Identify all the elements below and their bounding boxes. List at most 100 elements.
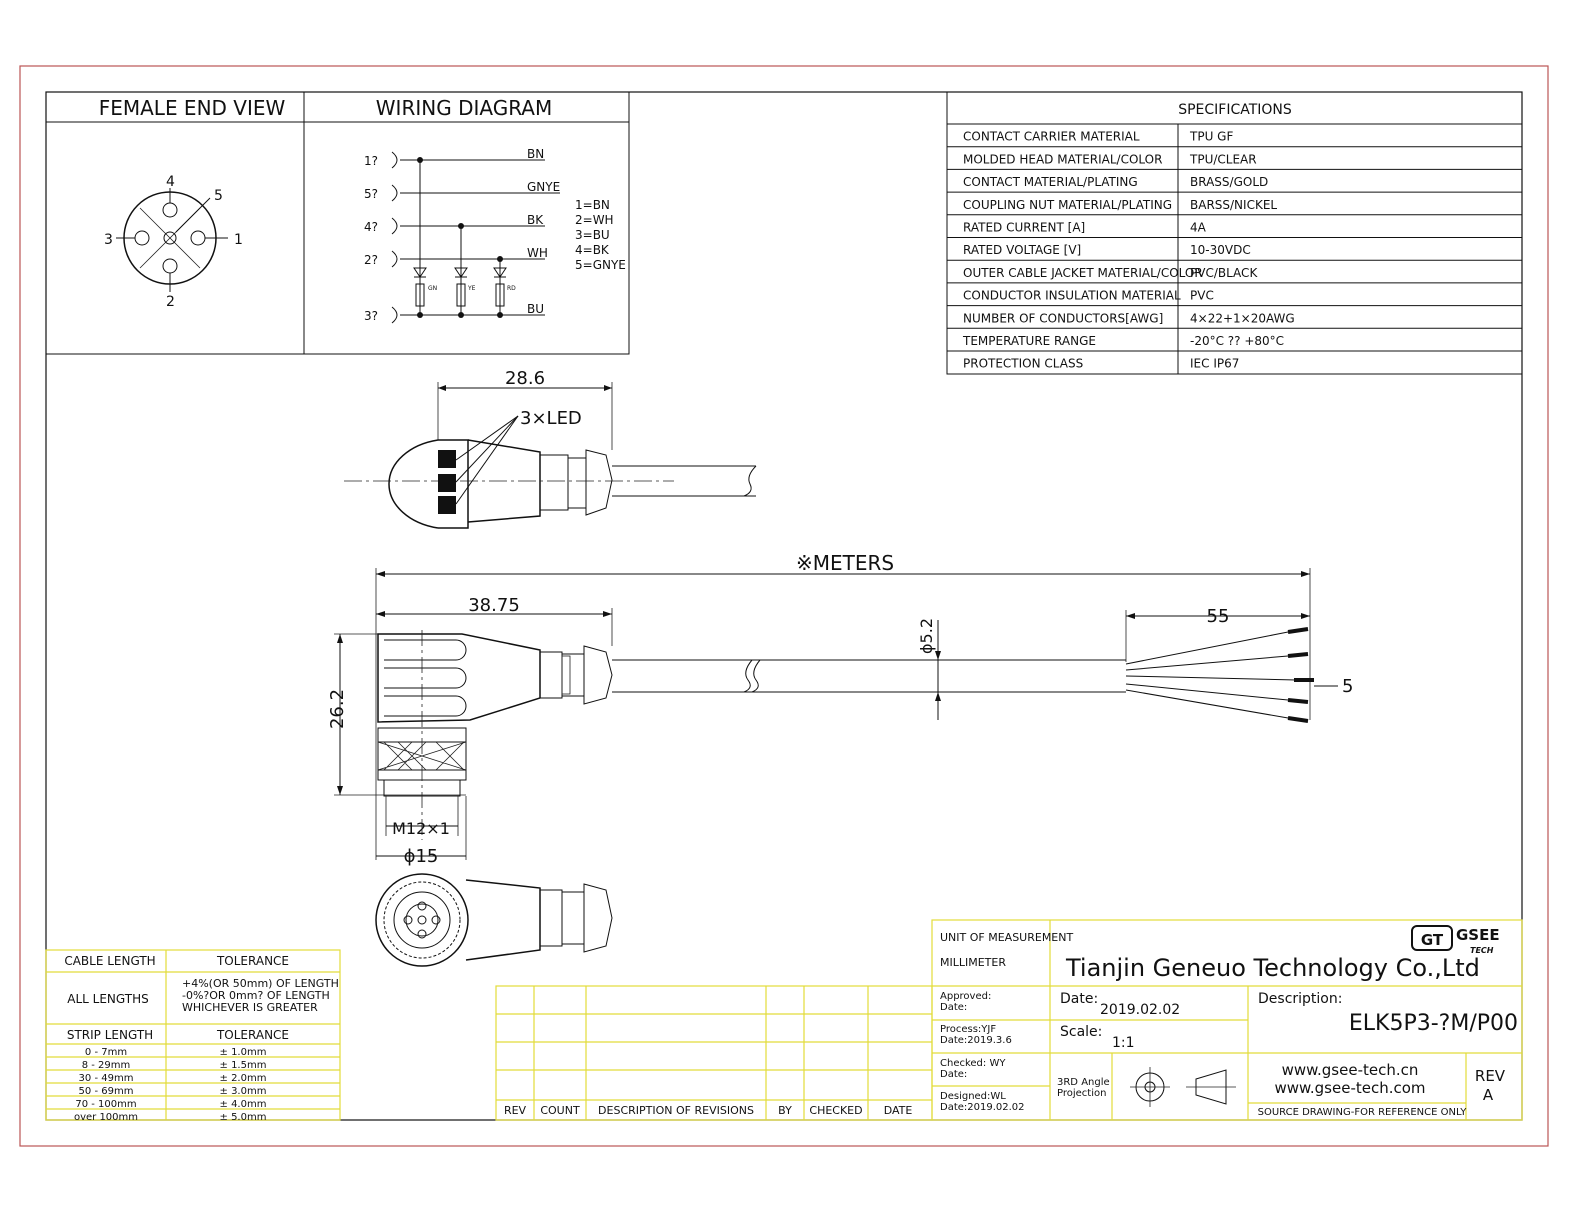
- tol-all-line-3: WHICHEVER IS GREATER: [182, 1001, 318, 1014]
- tol-row-tolerance: ± 1.0mm: [220, 1047, 267, 1058]
- date-value: 2019.02.02: [1100, 1002, 1180, 1018]
- wire-label-bn: BN: [527, 147, 544, 161]
- side-view-drawing: ※METERS 38.75 55 26.2 ϕ5.2 5: [327, 551, 1353, 867]
- tol-row-length: 50 - 69mm: [79, 1086, 134, 1097]
- designed-date: Date:2019.02.02: [940, 1102, 1025, 1113]
- company-logo: GT GSEE TECH: [1411, 925, 1500, 955]
- svg-text:GT: GT: [1421, 931, 1444, 949]
- legend-3: 3=BU: [575, 228, 610, 242]
- title-block: UNIT OF MEASUREMENT MILLIMETER Tianjin G…: [931, 919, 1523, 1121]
- rev-col-by: BY: [778, 1104, 792, 1117]
- pin-5-hole: [163, 231, 177, 245]
- tol-row-tolerance: ± 1.5mm: [220, 1060, 267, 1071]
- outer-border: [19, 65, 1549, 1147]
- dim-led-label: 3×LED: [520, 408, 582, 429]
- pin-label-3: 3: [104, 232, 113, 248]
- spec-label: CONTACT CARRIER MATERIAL: [963, 130, 1140, 144]
- rev-col-checked: CHECKED: [809, 1104, 862, 1117]
- dim-body-length: 38.75: [468, 595, 520, 616]
- wire-label-gnye: GNYE: [527, 180, 560, 194]
- checked-date: Date:: [940, 1069, 967, 1080]
- dim-nut-dia: ϕ15: [404, 846, 439, 867]
- wire-label-bk: BK: [527, 213, 544, 227]
- wiring-pin-1: 1?: [364, 154, 378, 168]
- legend-5: 5=GNYE: [575, 258, 626, 272]
- spec-label: NUMBER OF CONDUCTORS[AWG]: [963, 311, 1163, 325]
- approved-label: Approved:: [940, 991, 991, 1002]
- led-label-gn: GN: [428, 285, 437, 292]
- pin-label-2: 2: [166, 294, 175, 310]
- tol-all-line-1: +4%(OR 50mm) OF LENGTH: [182, 977, 339, 990]
- tol-header-strip: STRIP LENGTH: [67, 1028, 153, 1042]
- wiring-pin-3: 3?: [364, 309, 378, 323]
- tol-row-length: over 100mm: [74, 1112, 138, 1123]
- wiring-pin-2: 2?: [364, 253, 378, 267]
- spec-label: RATED CURRENT [A]: [963, 221, 1085, 235]
- rev-value: A: [1483, 1086, 1494, 1104]
- tol-row-length: 8 - 29mm: [82, 1060, 131, 1071]
- tol-row-tolerance: ± 3.0mm: [220, 1086, 267, 1097]
- description-label: Description:: [1258, 991, 1342, 1007]
- rev-col-rev: REV: [504, 1104, 527, 1117]
- pin-3-hole: [134, 230, 150, 246]
- svg-text:TECH: TECH: [1470, 946, 1494, 955]
- spec-value: BARSS/NICKEL: [1190, 198, 1277, 212]
- tol-row-tolerance: ± 4.0mm: [220, 1099, 267, 1110]
- spec-value: BRASS/GOLD: [1190, 175, 1268, 189]
- reference-note: SOURCE DRAWING-FOR REFERENCE ONLY: [1258, 1107, 1468, 1118]
- pin-4-hole: [162, 202, 178, 218]
- tol-all-lengths: ALL LENGTHS: [67, 992, 148, 1006]
- tolerance-table: CABLE LENGTH TOLERANCE ALL LENGTHS +4%(O…: [45, 949, 341, 1123]
- front-view-drawing: [375, 873, 613, 967]
- revision-table: REV COUNT DESCRIPTION OF REVISIONS BY CH…: [495, 985, 933, 1121]
- dim-cable-dia: ϕ5.2: [917, 618, 936, 654]
- wire-label-wh: WH: [527, 246, 548, 260]
- scale-value: 1:1: [1112, 1035, 1135, 1051]
- wire-label-bu: BU: [527, 302, 544, 316]
- tol-row-length: 70 - 100mm: [75, 1099, 136, 1110]
- dim-wire-count: 5: [1342, 676, 1353, 697]
- female-end-view-title: FEMALE END VIEW: [99, 96, 286, 120]
- dim-height: 26.2: [327, 689, 348, 729]
- specifications-title: SPECIFICATIONS: [1178, 102, 1292, 118]
- approved-date: Date:: [940, 1002, 967, 1013]
- spec-label: PROTECTION CLASS: [963, 357, 1083, 371]
- rev-col-count: COUNT: [540, 1104, 580, 1117]
- spec-label: CONDUCTOR INSULATION MATERIAL: [963, 289, 1181, 303]
- tol-row-length: 30 - 49mm: [79, 1073, 134, 1084]
- pin-label-4: 4: [166, 174, 175, 190]
- spec-value: -20°C ?? +80°C: [1190, 334, 1284, 348]
- website-cn: www.gsee-tech.cn: [1282, 1061, 1419, 1079]
- legend-4: 4=BK: [575, 243, 610, 257]
- dim-strip: 55: [1207, 606, 1230, 627]
- tol-header-cable: CABLE LENGTH: [64, 954, 155, 968]
- projection-symbol: [1130, 1067, 1236, 1107]
- wiring-pin-4: 4?: [364, 220, 378, 234]
- female-end-view-drawing: 1 2 3 4 5: [104, 174, 243, 310]
- led-label-rd: RD: [507, 285, 516, 292]
- pin-label-1: 1: [234, 232, 243, 248]
- legend-1: 1=BN: [575, 198, 610, 212]
- wiring-diagram-drawing: 1? 5? 4? 2? 3? GN YE RD BN GNYE BK WH BU: [364, 147, 626, 324]
- wiring-diagram-title: WIRING DIAGRAM: [376, 96, 552, 120]
- spec-value: PVC: [1190, 289, 1214, 303]
- rev-col-description: DESCRIPTION OF REVISIONS: [598, 1104, 754, 1117]
- tol-row-length: 0 - 7mm: [85, 1047, 127, 1058]
- tol-row-tolerance: ± 5.0mm: [220, 1112, 267, 1123]
- tol-header-tolerance: TOLERANCE: [216, 954, 289, 968]
- spec-value: PVC/BLACK: [1190, 266, 1258, 280]
- spec-value: IEC IP67: [1190, 357, 1239, 371]
- company-name: Tianjin Geneuo Technology Co.,Ltd: [1065, 954, 1480, 982]
- spec-label: MOLDED HEAD MATERIAL/COLOR: [963, 152, 1162, 166]
- tol-header-strip-tolerance: TOLERANCE: [216, 1028, 289, 1042]
- description-value: ELK5P3-?M/P00: [1349, 1011, 1518, 1036]
- scale-label: Scale:: [1060, 1024, 1102, 1040]
- spec-value: 4A: [1190, 221, 1207, 235]
- led-label-ye: YE: [467, 285, 476, 292]
- spec-value: 10-30VDC: [1190, 243, 1251, 257]
- dim-thread: M12×1: [392, 819, 450, 838]
- unit-label: UNIT OF MEASUREMENT: [940, 931, 1073, 944]
- spec-value: 4×22+1×20AWG: [1190, 311, 1295, 325]
